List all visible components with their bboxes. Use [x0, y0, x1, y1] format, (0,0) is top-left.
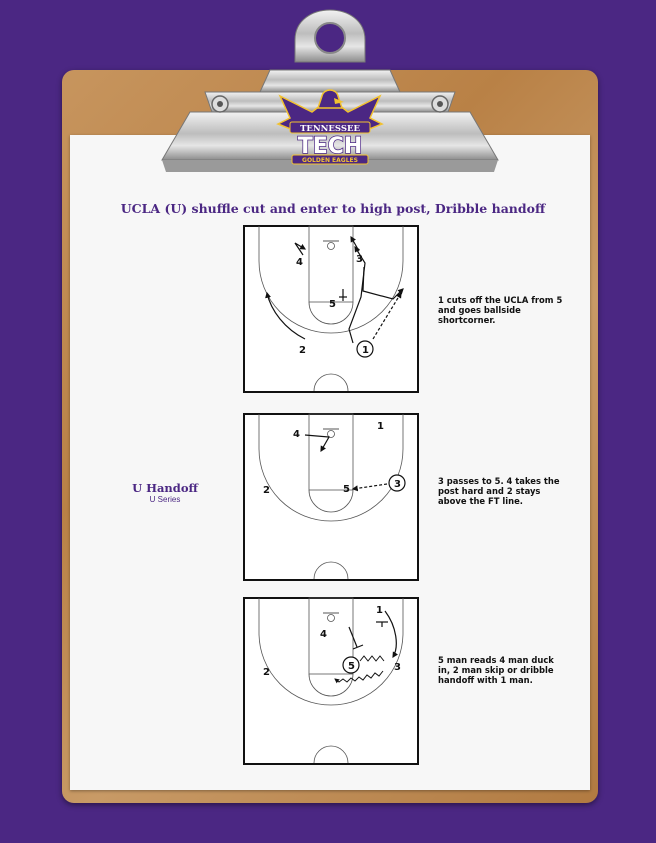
player-1: 1 [376, 605, 383, 616]
player-1: 1 [362, 345, 369, 356]
logo-word-golden-eagles: GOLDEN EAGLES [302, 157, 358, 164]
player-2: 2 [263, 667, 270, 678]
player-4: 4 [296, 257, 303, 268]
diagram-3-description: 5 man reads 4 man duck in, 2 man skip or… [438, 655, 554, 685]
player-5: 5 [343, 484, 350, 495]
player-5: 5 [329, 299, 336, 310]
court-diagram-1: 4 3 5 2 1 [243, 225, 419, 393]
play-name: U Handoff [132, 481, 198, 495]
player-3: 3 [356, 254, 363, 265]
tennessee-tech-logo: TENNESSEE TECH GOLDEN EAGLES [276, 89, 384, 165]
player-4: 4 [320, 629, 327, 640]
clipboard-clip-icon [161, 9, 499, 172]
player-2: 2 [263, 485, 270, 496]
player-3: 3 [394, 479, 401, 490]
court-diagram-2: 4 1 2 5 3 [243, 413, 419, 581]
player-5: 5 [348, 661, 355, 672]
diagram-1-description: 1 cuts off the UCLA from 5 and goes ball… [438, 295, 563, 325]
page-title: UCLA (U) shuffle cut and enter to high p… [120, 201, 546, 216]
play-series: U Series [149, 495, 181, 504]
logo-word-tennessee: TENNESSEE [300, 124, 360, 134]
court-diagram-3: 4 1 2 5 3 [243, 597, 419, 765]
player-3: 3 [394, 662, 401, 673]
player-1: 1 [377, 421, 384, 432]
player-2: 2 [299, 345, 306, 356]
player-4: 4 [293, 429, 300, 440]
diagram-2-description: 3 passes to 5. 4 takes the post hard and… [438, 476, 560, 506]
